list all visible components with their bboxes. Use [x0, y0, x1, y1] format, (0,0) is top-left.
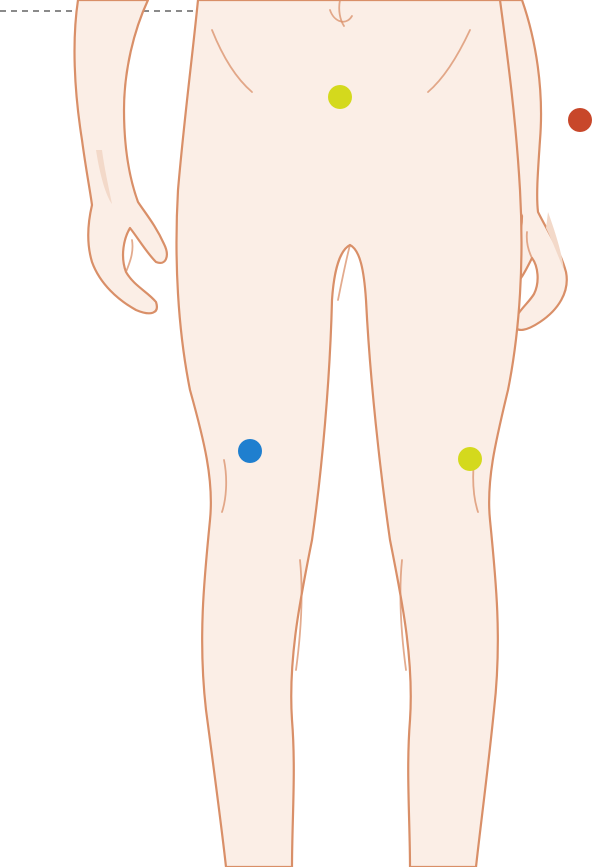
left-knee-point-marker: [458, 447, 482, 471]
left-wrist-point-marker: [568, 108, 592, 132]
right-knee-point-marker: [238, 439, 262, 463]
right-arm: [75, 0, 167, 313]
pelvis-point-marker: [328, 85, 352, 109]
legs: [177, 0, 522, 867]
